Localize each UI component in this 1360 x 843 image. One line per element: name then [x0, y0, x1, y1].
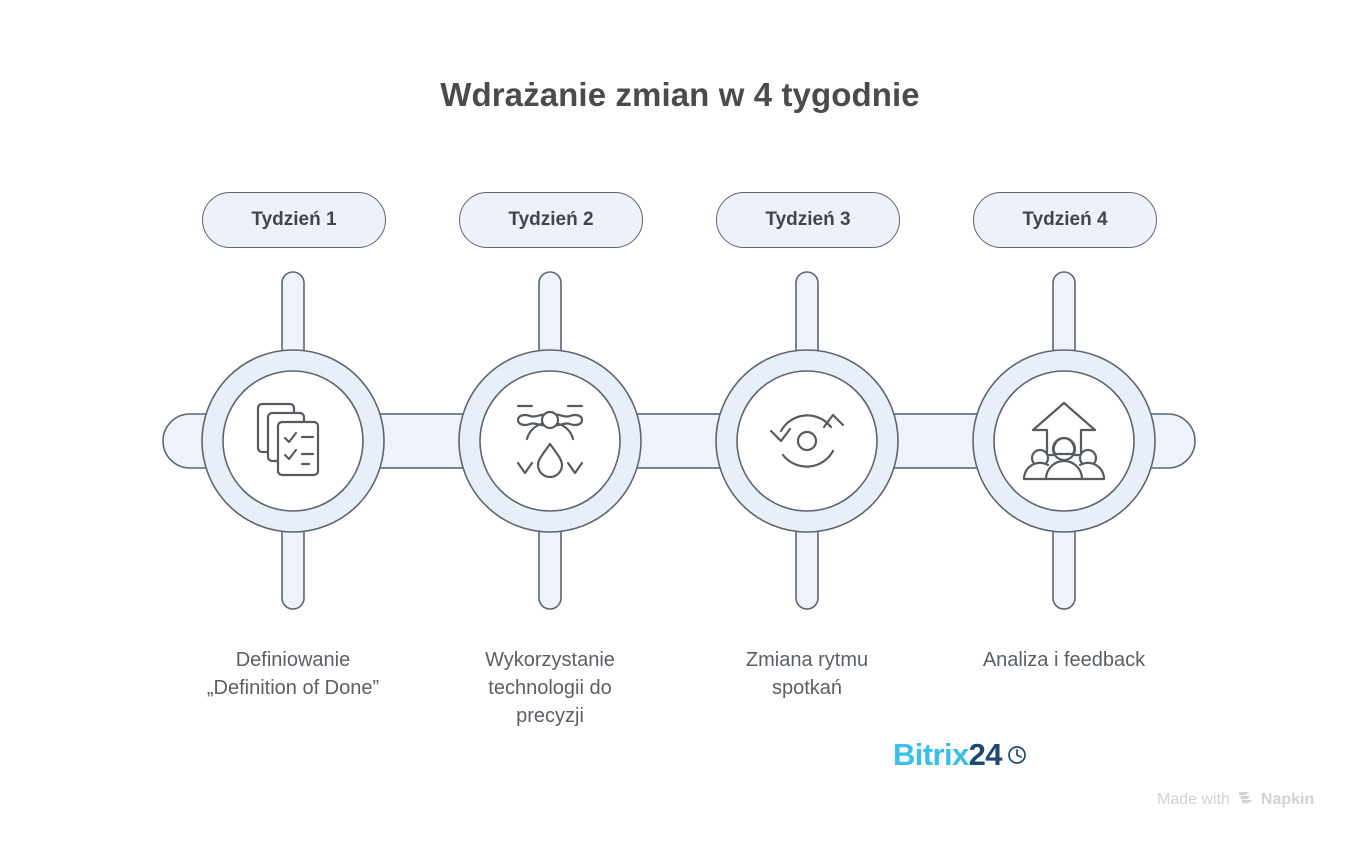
node-caption-4: Analiza i feedback	[982, 649, 1146, 671]
week-pill-4[interactable]: Tydzień 4	[973, 192, 1157, 248]
drone-spray-droplet-icon	[502, 393, 598, 489]
napkin-logo-icon	[1237, 789, 1254, 810]
napkin-watermark-prefix: Made with	[1157, 790, 1230, 808]
refresh-cycle-glyph	[769, 413, 845, 468]
drone-spray-droplet-glyph	[516, 404, 584, 479]
napkin-watermark-product: Napkin	[1260, 790, 1315, 808]
week-pill-1[interactable]: Tydzień 1	[202, 192, 386, 248]
refresh-cycle-icon	[759, 393, 855, 489]
week-pill-label-1: Tydzień 1	[251, 209, 337, 230]
week-pill-label-2: Tydzień 2	[508, 209, 594, 230]
week-pill-3[interactable]: Tydzień 3	[716, 192, 900, 248]
node-caption-1: Definiowanie „Definition of Done”	[206, 649, 380, 699]
node-caption-2: Wykorzystanie technologii do precyzji	[485, 649, 615, 727]
bitrix24-logo-text-primary: Bitrix	[893, 737, 969, 772]
week-pill-label-3: Tydzień 3	[765, 209, 851, 230]
node-caption-3: Zmiana rytmu spotkań	[745, 649, 869, 699]
checklist-documents-icon	[245, 393, 341, 489]
clock-icon	[1006, 744, 1028, 766]
week-pill-label-4: Tydzień 4	[1022, 209, 1108, 230]
people-growth-arrow-glyph	[1022, 401, 1106, 481]
bitrix24-logo-text-secondary: 24	[968, 737, 1003, 772]
checklist-documents-glyph	[256, 402, 320, 477]
napkin-watermark: Made with Napkin	[1157, 789, 1314, 810]
people-growth-arrow-icon	[1016, 393, 1112, 489]
week-pill-2[interactable]: Tydzień 2	[459, 192, 643, 248]
